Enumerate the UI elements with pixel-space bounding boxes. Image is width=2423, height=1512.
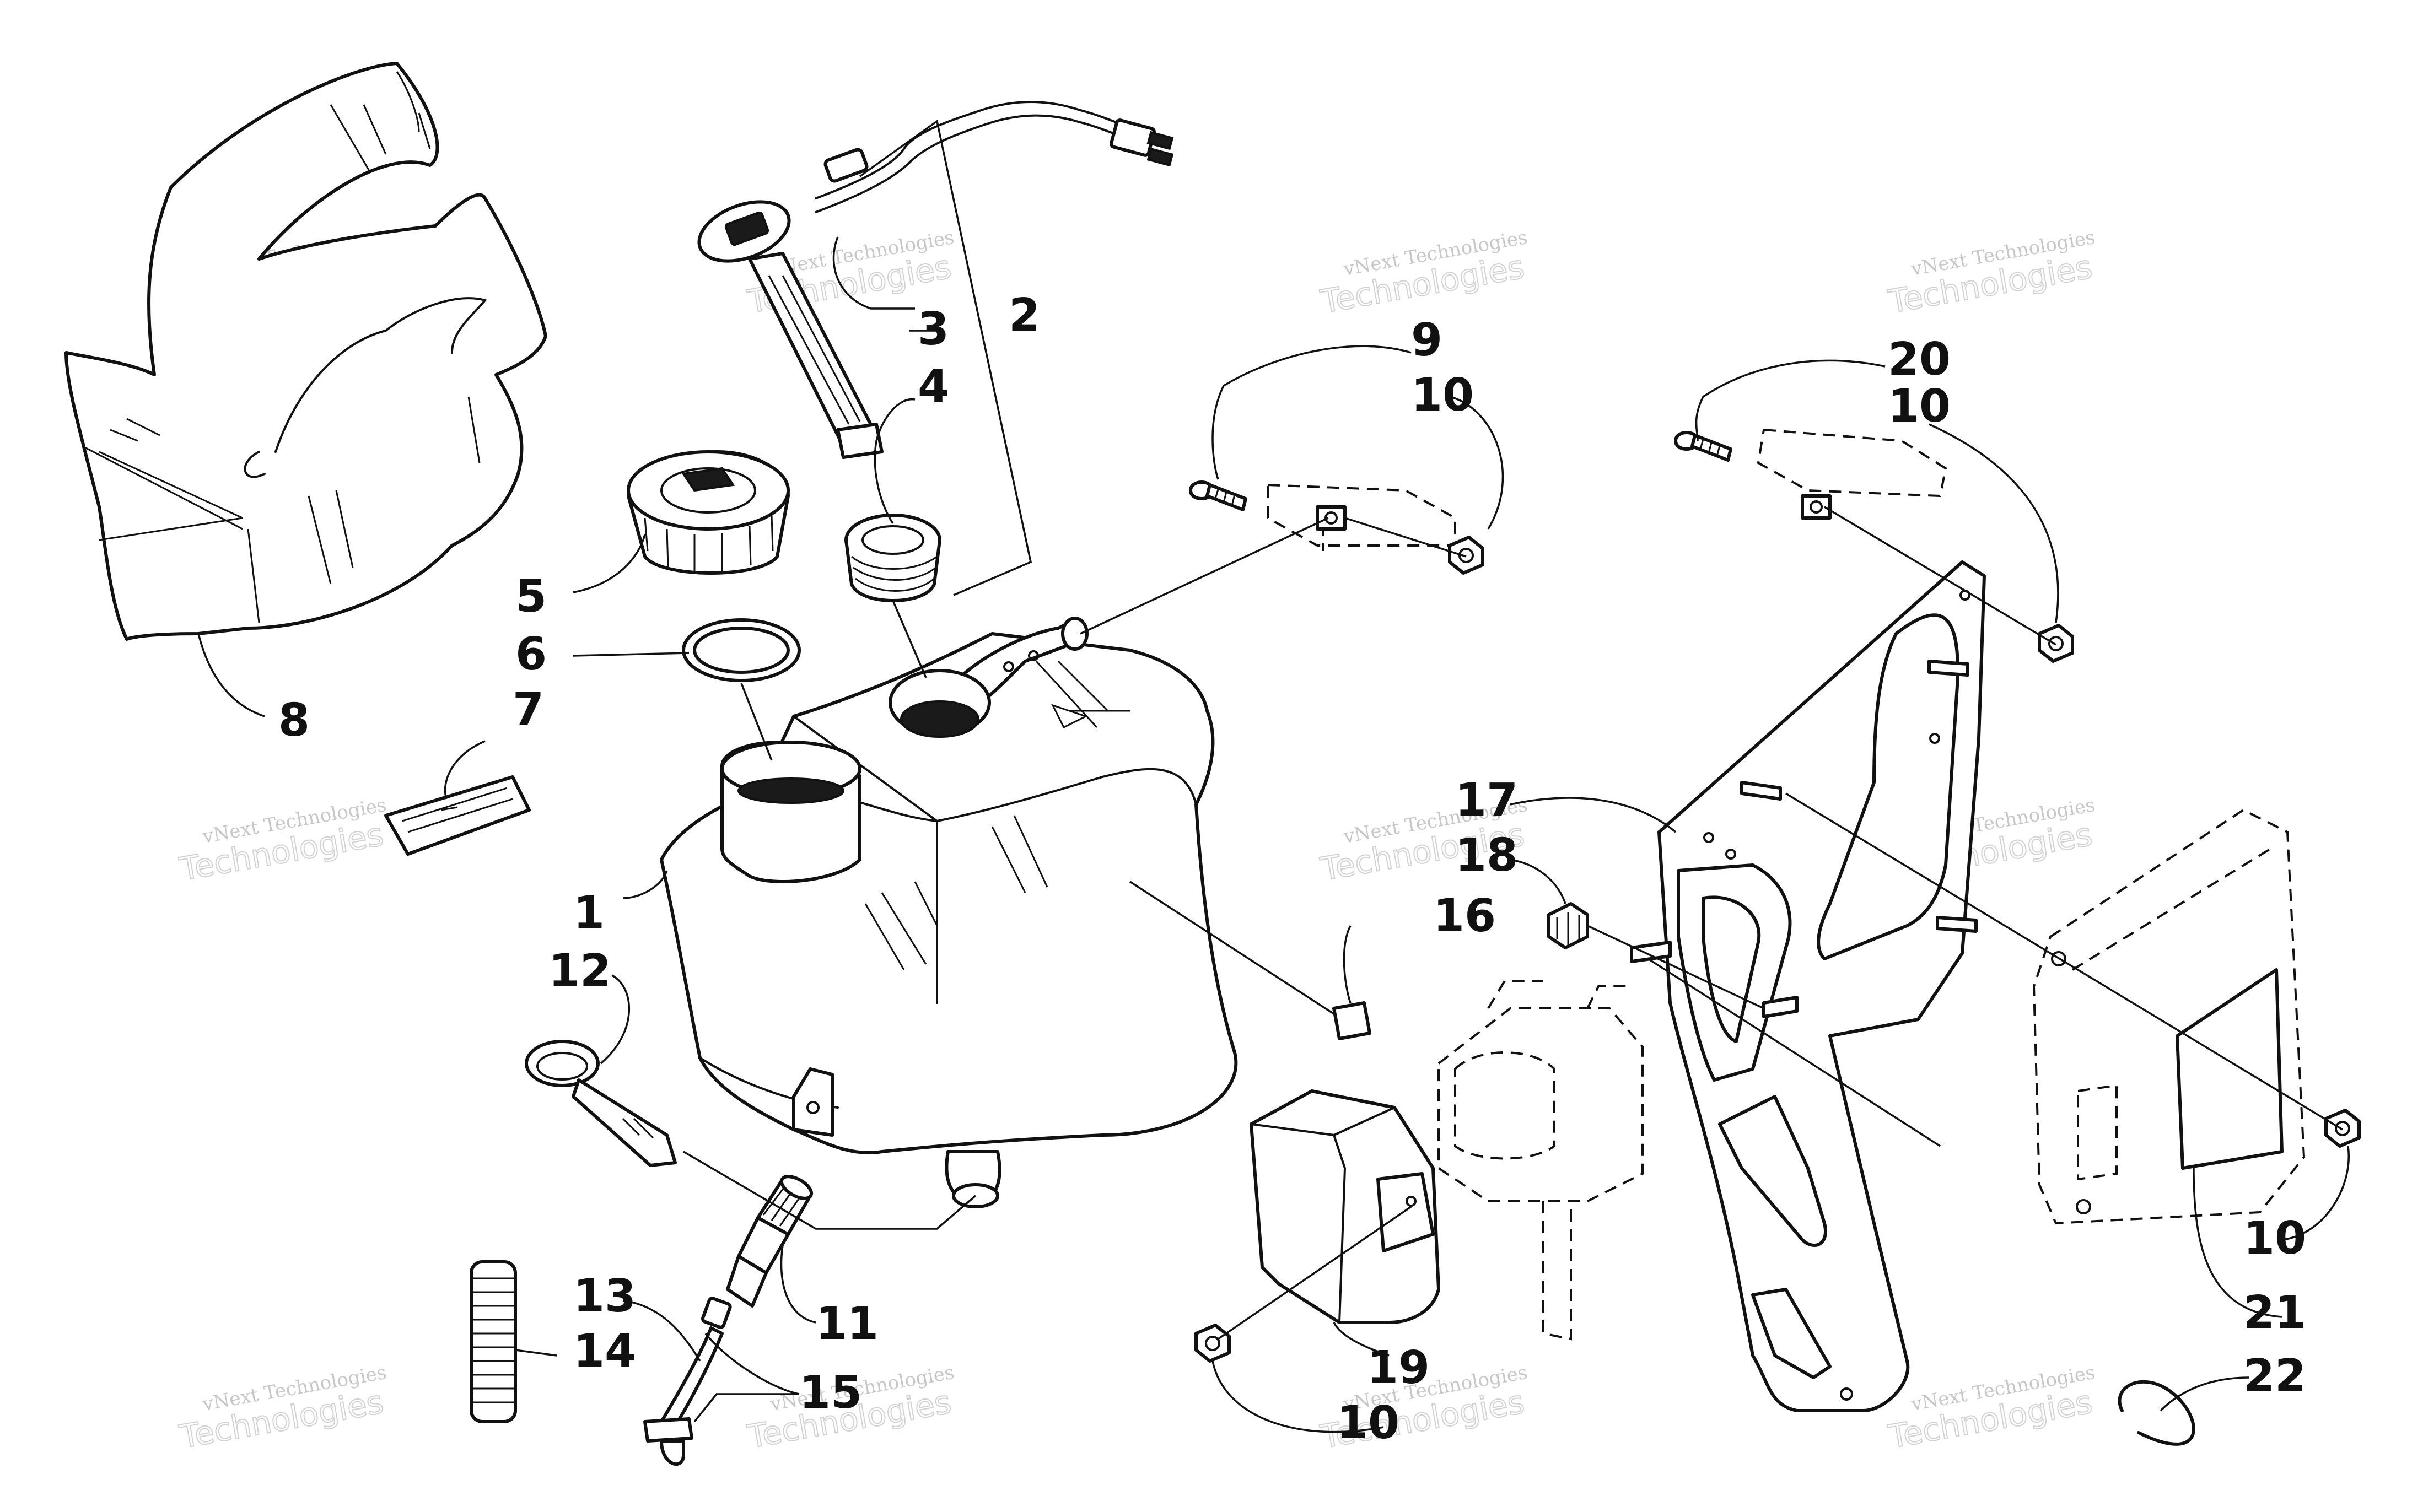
callout-3: 3 (918, 303, 949, 355)
callout-4: 4 (918, 361, 949, 413)
fitting-part (726, 1175, 814, 1308)
watermark: vNext Technologies Technologies (1317, 226, 1529, 321)
callout-10-right: 10 (1888, 380, 1951, 433)
watermark: vNext Technologies Technologies (1885, 226, 2097, 321)
o-ring-part (682, 618, 801, 682)
callout-10-upper: 10 (1411, 369, 1474, 422)
clip-ring-part (2118, 1380, 2195, 1446)
mounting-plate-part (1630, 560, 1986, 1412)
callout-16: 16 (1433, 890, 1496, 942)
nut-part (1547, 902, 1589, 949)
callout-9: 9 (1411, 314, 1442, 366)
hex-nut-part (2038, 624, 2074, 663)
callout-10-bottom: 10 (1337, 1397, 1399, 1449)
callout-2: 2 (1009, 289, 1040, 342)
callout-15: 15 (799, 1367, 862, 1419)
callout-21: 21 (2243, 1287, 2306, 1339)
label-part (1332, 1001, 1371, 1040)
callout-12: 12 (548, 945, 611, 997)
callout-18: 18 (1455, 829, 1518, 882)
heat-shield-part (64, 62, 547, 641)
grommet-part (844, 514, 941, 602)
callout-7: 7 (513, 683, 544, 736)
watermark: vNext Technologies Technologies (176, 1362, 388, 1456)
control-module-part (2032, 808, 2306, 1225)
callout-10-lower-right: 10 (2243, 1212, 2306, 1265)
callout-leaders (197, 236, 2350, 1433)
callout-17: 17 (1455, 774, 1518, 827)
callout-8: 8 (278, 694, 310, 747)
hex-nut-part (2324, 1109, 2361, 1148)
callout-5: 5 (515, 570, 547, 623)
level-sender-part (697, 101, 1174, 459)
watermark: vNext Technologies Technologies (176, 794, 388, 889)
right-bracket-part (1674, 428, 1947, 520)
hose-part (643, 1297, 732, 1466)
explode-lines (683, 120, 2343, 1340)
decal-part (384, 775, 531, 856)
watermark: vNext Technologies Technologies (1885, 1362, 2097, 1456)
callout-6: 6 (515, 628, 547, 681)
spring-part (470, 1260, 517, 1423)
strap-part (525, 1040, 677, 1167)
valve-assembly-part (1437, 980, 1644, 1341)
callout-22: 22 (2243, 1350, 2306, 1402)
hex-nut-part (1448, 536, 1484, 575)
cover-box-part (1250, 1089, 1440, 1324)
oil-tank-part (660, 617, 1238, 1208)
callout-20: 20 (1888, 333, 1951, 386)
callout-14: 14 (573, 1325, 636, 1378)
callout-labels: 1 2 3 4 5 6 7 8 9 10 10 10 10 11 12 13 1… (278, 289, 2306, 1449)
callout-19: 19 (1367, 1342, 1430, 1394)
hex-nut-part (1194, 1324, 1231, 1363)
callout-1: 1 (573, 887, 605, 939)
callout-13: 13 (573, 1270, 636, 1322)
callout-11: 11 (816, 1298, 879, 1350)
filler-cap-part (627, 450, 790, 575)
